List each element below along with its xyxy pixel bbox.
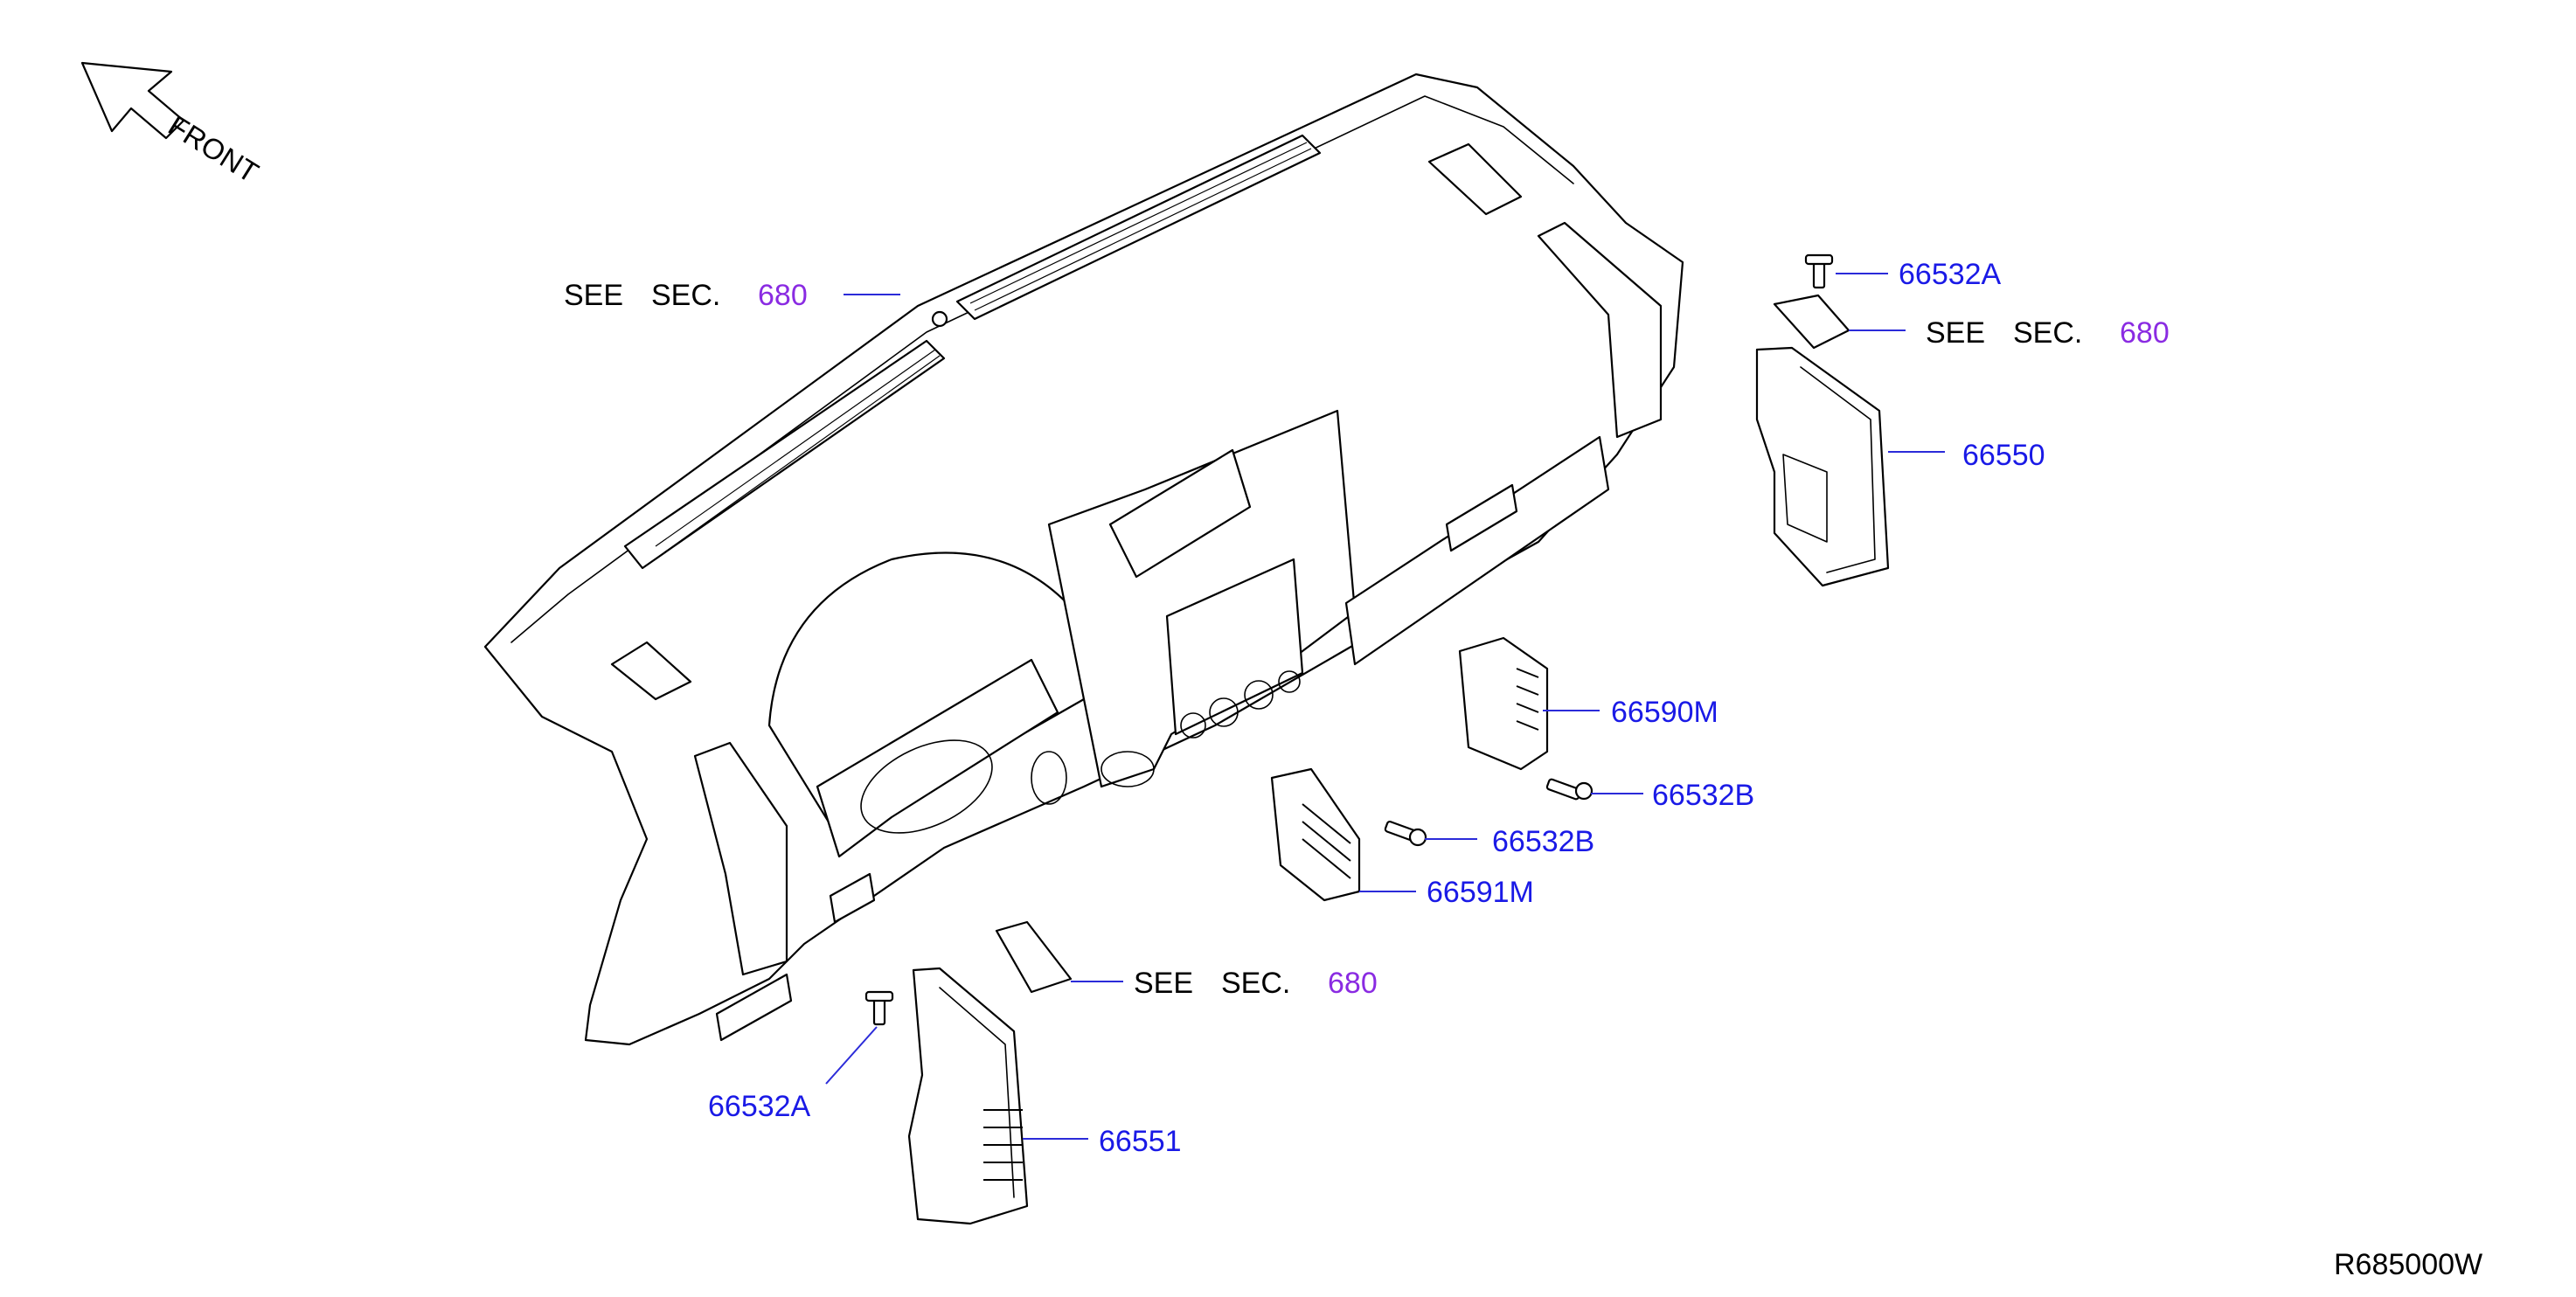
sensor-hole	[931, 310, 948, 328]
hvac-knobs	[1180, 670, 1301, 739]
label-66590M: 66590M	[1611, 696, 1718, 729]
label-66532A-top: 66532A	[1899, 258, 2002, 291]
meter-cluster	[816, 658, 1059, 858]
glove-box	[1344, 435, 1610, 666]
side-vent-recess-left	[693, 741, 788, 976]
label-66532B-right: 66532B	[1652, 779, 1754, 812]
sec-text: SEC.	[651, 279, 720, 312]
see-text: SEE	[1926, 316, 1985, 350]
switch-bank-small	[829, 872, 876, 924]
meter-gauge	[860, 739, 993, 834]
part-66532B-left-screw	[1384, 820, 1427, 847]
see-sec-top-right: SEE SEC. 680	[1926, 316, 2170, 350]
section-number: 680	[2120, 316, 2170, 350]
sec-text: SEC.	[1221, 967, 1290, 1000]
front-direction-indicator: FRONT	[80, 61, 264, 190]
front-arrow-icon	[80, 61, 185, 140]
see-sec-bottom: SEE SEC. 680	[1134, 967, 1378, 1000]
part-66532A-top-screw	[1804, 253, 1834, 289]
instrument-panel-assembly	[483, 73, 1684, 1046]
sec-text: SEC.	[2013, 316, 2082, 350]
part-66532A-bottom-screw	[864, 990, 894, 1026]
defroster-grille-right	[955, 134, 1322, 321]
see-text: SEE	[1134, 967, 1193, 1000]
part-66550-side-vent	[1755, 346, 1890, 587]
front-label: FRONT	[163, 109, 264, 190]
meter-gauge-small	[1031, 751, 1067, 805]
label-66532A-bottom: 66532A	[708, 1090, 811, 1123]
label-66591M: 66591M	[1427, 876, 1534, 909]
part-66590M-center-vent	[1458, 636, 1549, 771]
part-66591M-center-vent	[1270, 767, 1361, 902]
center-round-vent-opening	[1101, 751, 1155, 787]
section-number: 680	[1328, 967, 1378, 1000]
audio-unit	[1165, 558, 1304, 736]
label-66551: 66551	[1099, 1125, 1182, 1158]
label-66550: 66550	[1962, 439, 2045, 472]
side-vent-recess-right	[1537, 221, 1663, 439]
center-display-opening	[1108, 448, 1252, 579]
see-text: SEE	[564, 279, 623, 312]
label-66532B-left: 66532B	[1492, 825, 1594, 858]
leader-lines	[825, 273, 1945, 1140]
part-66532B-right-screw	[1545, 778, 1594, 801]
see-sec-top-left: SEE SEC. 680	[564, 279, 808, 312]
speaker-pad-right	[1427, 142, 1523, 216]
diagram-code: R685000W	[2334, 1248, 2482, 1281]
glove-box-latch	[1445, 483, 1518, 552]
gasket-bottom	[995, 920, 1073, 994]
defroster-slats-left	[655, 349, 941, 553]
defroster-slats-right	[969, 142, 1312, 311]
part-66551-side-vent	[907, 967, 1029, 1225]
switch-bank	[715, 973, 793, 1042]
speaker-pad-left	[610, 641, 692, 701]
gasket-top	[1773, 294, 1850, 350]
section-number: 680	[758, 279, 808, 312]
